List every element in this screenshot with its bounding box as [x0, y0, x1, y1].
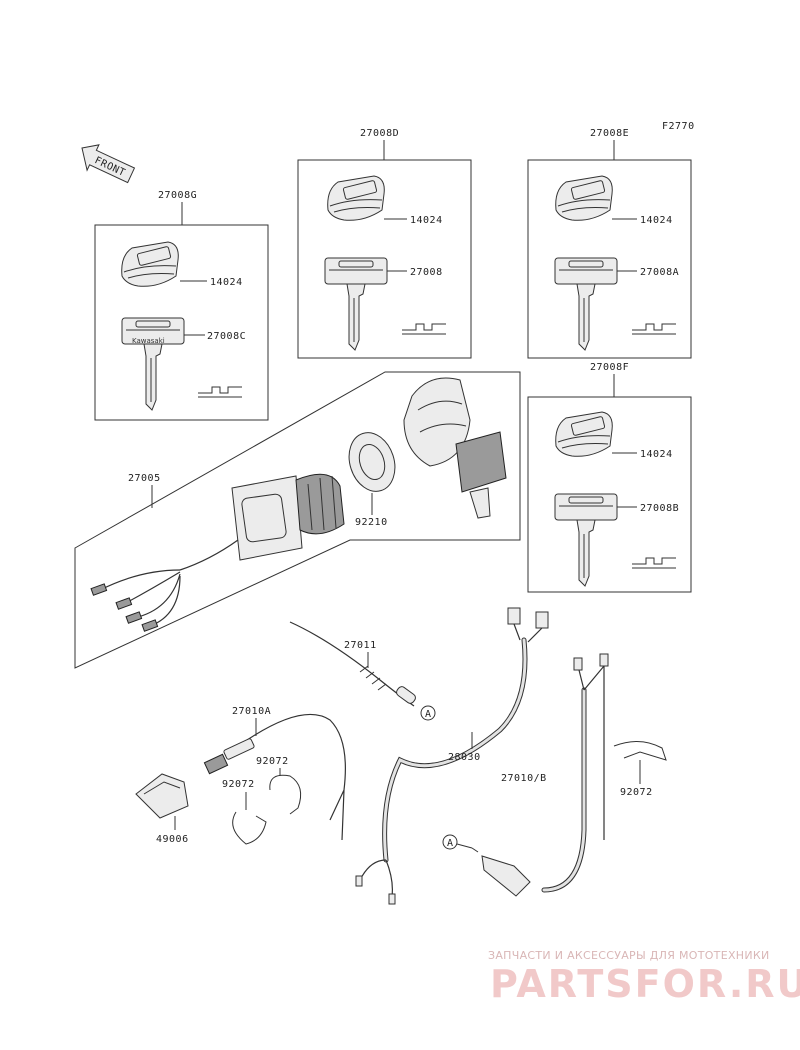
clamp-1-label: 92072	[256, 756, 289, 767]
key-code-icon	[631, 557, 677, 569]
kit-e-label: 27008E	[590, 128, 629, 139]
kit-f-key-label: 27008B	[640, 503, 679, 514]
kit-e-knob-label: 14024	[640, 215, 673, 226]
key-icon	[554, 493, 618, 587]
kit-e-key-label: 27008A	[640, 267, 679, 278]
knob-icon	[555, 411, 613, 457]
watermark-brand: PARTSFOR.RU	[490, 962, 800, 1006]
key-icon	[324, 257, 388, 351]
lanyard-clip-label: 49006	[156, 834, 189, 845]
kit-27008d: 27008D 14024 27008	[297, 128, 472, 359]
key-code-icon	[197, 386, 243, 398]
nut-label: 92210	[355, 517, 388, 528]
ignition-switch-label: 27005	[128, 473, 161, 484]
clamp-2-label: 92072	[222, 779, 255, 790]
clamp-3-label: 92072	[620, 787, 653, 798]
diagram-code: F2770	[662, 121, 695, 132]
callout-a-icon-2: A	[447, 838, 454, 849]
kit-27008f: 27008F 14024 27008B	[527, 362, 692, 593]
kit-f-label: 27008F	[590, 362, 629, 373]
stop-switch-27010b: A 27010/B 92072	[442, 653, 667, 897]
kit-d-knob-label: 14024	[410, 215, 443, 226]
lanyard-switch-label: 27010A	[232, 706, 271, 717]
brand-on-key-g: Kawasaki	[132, 337, 165, 345]
key-code-icon	[401, 323, 447, 335]
kit-g-label: 27008G	[158, 190, 197, 201]
kit-g-key-label: 27008C	[207, 331, 246, 342]
kit-d-label: 27008D	[360, 128, 399, 139]
callout-a-icon: A	[425, 709, 432, 720]
watermark-tagline: ЗАПЧАСТИ И АКСЕССУАРЫ ДЛЯ МОТОТЕХНИКИ	[488, 949, 770, 962]
kit-d-key-label: 27008	[410, 267, 443, 278]
kit-f-knob-label: 14024	[640, 449, 673, 460]
lanyard-switch-27010a: 27010A 49006 92072 92072	[135, 706, 346, 845]
knob-icon	[327, 175, 385, 221]
cable-27011: 27011 A	[289, 621, 436, 721]
harness-28030: 28030	[355, 607, 549, 905]
knob-icon	[121, 241, 179, 287]
kit-g-knob-label: 14024	[210, 277, 243, 288]
key-icon	[121, 317, 185, 411]
cable-a-label: 27011	[344, 640, 377, 651]
kit-27008e: 27008E 14024 27008A	[527, 128, 692, 359]
front-arrow-icon: FRONT	[81, 144, 136, 184]
key-icon	[554, 257, 618, 351]
harness-label: 28030	[448, 752, 481, 763]
kit-27008g: 27008G 14024 Kawasaki 27008C	[94, 190, 269, 421]
key-code-icon	[631, 323, 677, 335]
ignition-switch-assembly: 27005 92210	[74, 371, 521, 669]
stop-switch-label: 27010/B	[501, 773, 547, 784]
knob-icon	[555, 175, 613, 221]
